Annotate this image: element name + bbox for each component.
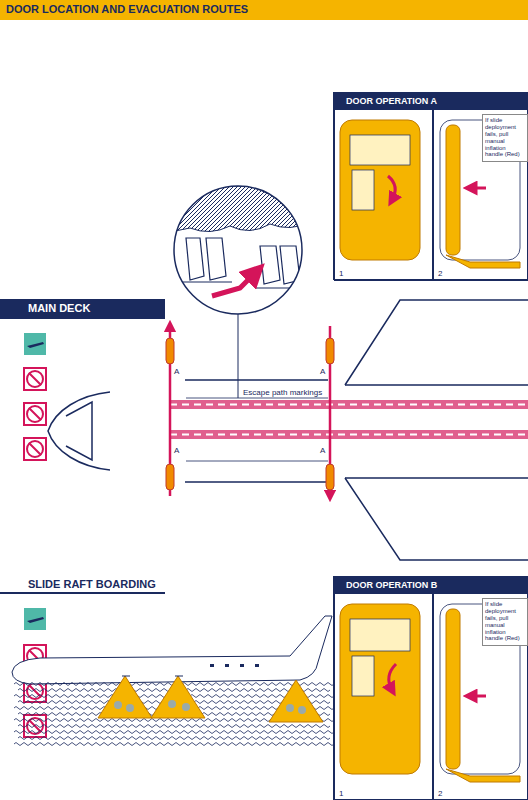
instruction-note: If slide deployment fails, pull manual i… [482, 598, 528, 646]
callout-circle [170, 180, 312, 398]
note-text: If slide deployment fails, pull manual i… [485, 117, 525, 158]
step-number: 2 [438, 789, 442, 798]
page-title: DOOR LOCATION AND EVACUATION ROUTES [6, 3, 248, 15]
title-bar [0, 0, 528, 20]
step-frame: 2 If slide deployment fails, pull manual … [433, 109, 528, 281]
section-heading: SLIDE RAFT BOARDING [28, 578, 165, 590]
step-number: 1 [339, 269, 343, 278]
door-letter: A [319, 367, 326, 376]
door-letter: A [173, 367, 180, 376]
step-frame: 1 [334, 593, 433, 800]
door-operation-panel: DOOR OPERATION A 1 2 If slide deployment fa… [333, 92, 528, 280]
section-band: MAIN DECK [0, 299, 165, 319]
door-exits [166, 326, 334, 496]
section-band: SLIDE RAFT BOARDING [0, 576, 165, 594]
fuselage-outline [48, 300, 528, 560]
step-number: 1 [339, 789, 343, 798]
escape-path [170, 400, 528, 439]
section-heading: DOOR OPERATION B [334, 577, 527, 593]
door-letter: A [319, 446, 326, 455]
door-operation-panel: DOOR OPERATION B 1 2 If slide deployment fa… [333, 576, 528, 800]
section-heading: MAIN DECK [28, 302, 165, 314]
door-letter: A [173, 446, 180, 455]
step-frame: 1 [334, 109, 433, 281]
step-frame: 2 If slide deployment fails, pull manual … [433, 593, 528, 800]
note-text: If slide deployment fails, pull manual i… [485, 601, 525, 642]
section-heading: DOOR OPERATION A [334, 93, 527, 109]
instruction-note: If slide deployment fails, pull manual i… [482, 114, 528, 162]
step-number: 2 [438, 269, 442, 278]
slide-raft-scene [12, 616, 334, 746]
callout-label: Escape path markings [242, 388, 323, 397]
